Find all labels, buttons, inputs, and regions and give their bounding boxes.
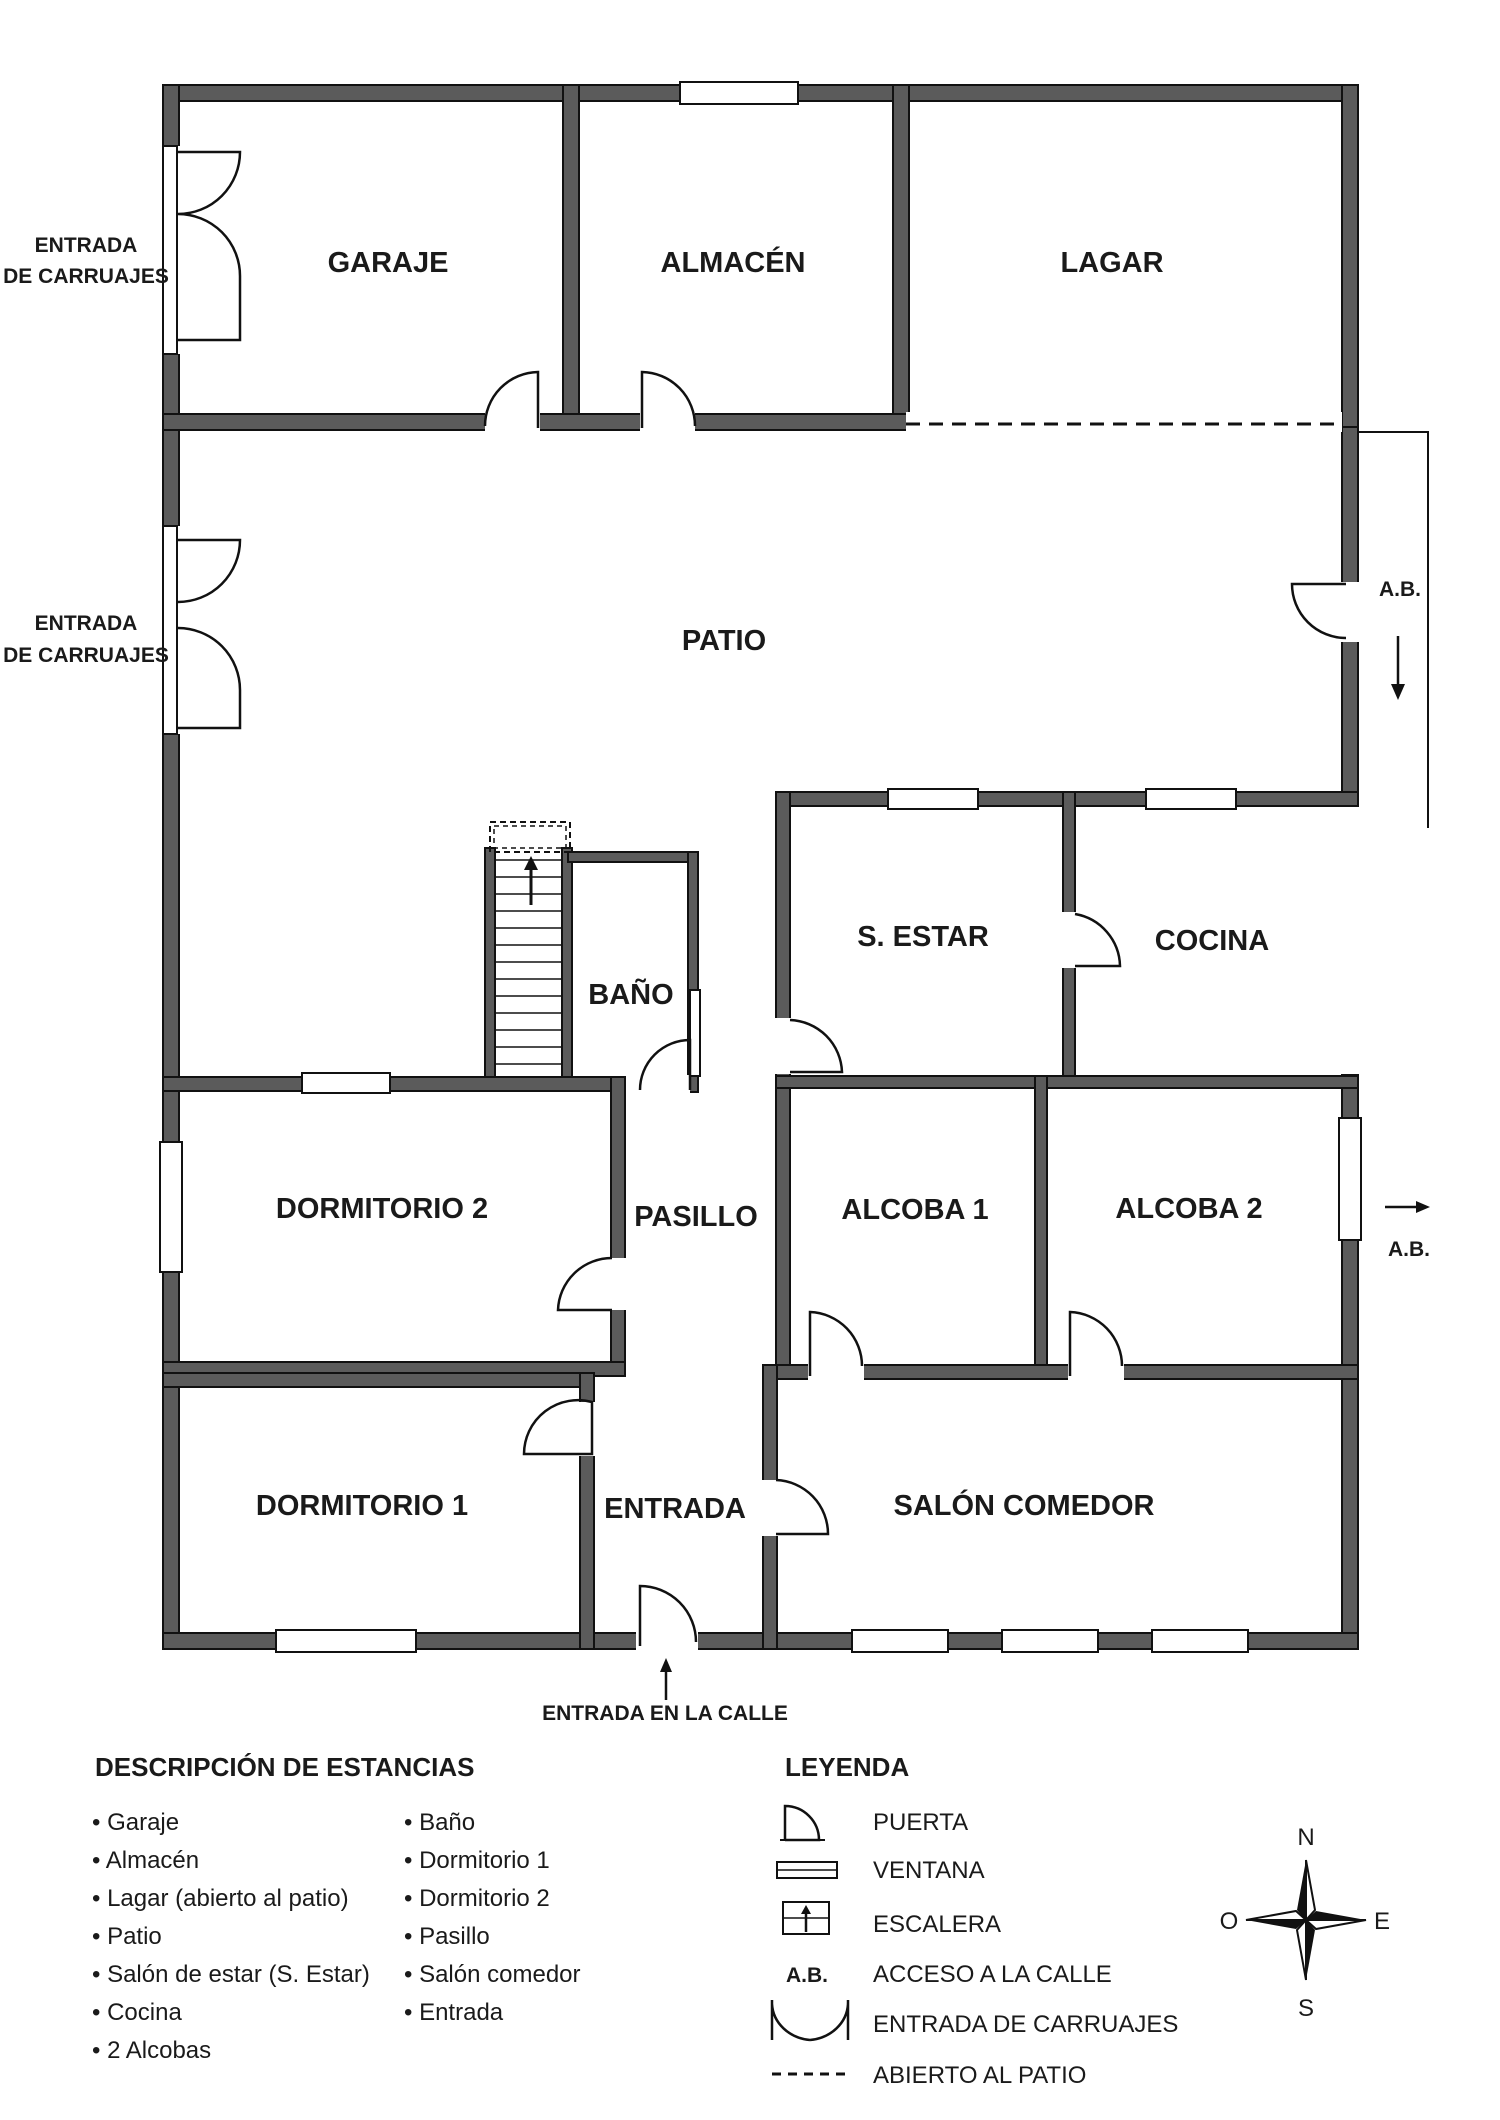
room-label-garaje: GARAJE: [328, 247, 449, 279]
carriage-entry-label-1-line-1: ENTRADA: [35, 234, 138, 257]
room-label-dormitorio-2: DORMITORIO 2: [276, 1193, 488, 1225]
room-label-s-estar: S. ESTAR: [857, 921, 989, 953]
windows: [159, 81, 1362, 1653]
list-item: • Baño: [404, 1809, 475, 1836]
street-entry-label: ENTRADA EN LA CALLE: [542, 1702, 788, 1725]
window-icon: [275, 1629, 417, 1653]
compass-rose-icon: N S E O: [1220, 1824, 1390, 2022]
stairs-icon: [782, 1901, 830, 1935]
room-description: DESCRIPCIÓN DE ESTANCIAS • Garaje • Alma…: [92, 1752, 581, 2064]
description-column-1: • Garaje • Almacén • Lagar (abierto al p…: [92, 1809, 370, 2064]
list-item: • Dormitorio 2: [404, 1885, 550, 1912]
room-label-lagar: LAGAR: [1060, 247, 1163, 279]
list-item: • Almacén: [92, 1847, 199, 1874]
legend-label-street-access: ACCESO A LA CALLE: [873, 1961, 1112, 1988]
compass-o: O: [1220, 1908, 1239, 1935]
window-icon: [1145, 788, 1237, 810]
room-labels: GARAJE ALMACÉN LAGAR PATIO BAÑO S. ESTAR…: [256, 245, 1269, 1525]
description-column-2: • Baño • Dormitorio 1 • Dormitorio 2 • P…: [404, 1809, 581, 2026]
room-label-patio: PATIO: [682, 625, 766, 657]
list-item: • Salón de estar (S. Estar): [92, 1961, 370, 1988]
window-icon: [159, 1141, 183, 1273]
list-item: • Lagar (abierto al patio): [92, 1885, 349, 1912]
street-access-label-1: A.B.: [1379, 578, 1421, 601]
legend-symbol-ab: A.B.: [786, 1964, 828, 1987]
stairs-icon: [489, 821, 571, 1065]
room-label-almacen: ALMACÉN: [661, 245, 806, 279]
carriage-entry-label-1-line-2: DE CARRUAJES: [3, 265, 169, 288]
window-icon: [887, 788, 979, 810]
description-title: DESCRIPCIÓN DE ESTANCIAS: [95, 1752, 474, 1782]
legend-label-carriage: ENTRADA DE CARRUAJES: [873, 2011, 1178, 2038]
carriage-doors: [162, 145, 242, 735]
carriage-entry-label-2-line-1: ENTRADA: [35, 612, 138, 635]
list-item: • Garaje: [92, 1809, 179, 1836]
list-item: • Pasillo: [404, 1923, 490, 1950]
list-item: • Entrada: [404, 1999, 504, 2026]
doors: [483, 370, 1360, 1651]
room-label-dormitorio-1: DORMITORIO 1: [256, 1490, 468, 1522]
legend-label-stairs: ESCALERA: [873, 1911, 1001, 1938]
walls: [162, 84, 1359, 1650]
street-access-label-2: A.B.: [1388, 1238, 1430, 1261]
window-icon: [1151, 1629, 1249, 1653]
window-icon: [851, 1629, 949, 1653]
window-icon: [776, 1861, 838, 1879]
street-access-marks: [660, 431, 1430, 1700]
compass-n: N: [1297, 1824, 1314, 1851]
window-icon: [1338, 1117, 1362, 1241]
room-label-alcoba-2: ALCOBA 2: [1115, 1193, 1262, 1225]
window-icon: [679, 81, 799, 105]
list-item: • Salón comedor: [404, 1961, 581, 1988]
carriage-door-icon: [770, 2000, 850, 2042]
door-icon: [780, 1804, 825, 1842]
room-label-cocina: COCINA: [1155, 925, 1269, 957]
room-label-bano: BAÑO: [588, 977, 673, 1011]
room-label-alcoba-1: ALCOBA 1: [841, 1194, 988, 1226]
room-label-pasillo: PASILLO: [634, 1201, 758, 1233]
legend-title: LEYENDA: [785, 1752, 909, 1782]
window-icon: [1001, 1629, 1099, 1653]
list-item: • Dormitorio 1: [404, 1847, 550, 1874]
list-item: • Cocina: [92, 1999, 182, 2026]
legend-label-dashed: ABIERTO AL PATIO: [873, 2062, 1086, 2089]
side-labels: ENTRADA DE CARRUAJES ENTRADA DE CARRUAJE…: [3, 234, 1430, 1725]
legend-label-window: VENTANA: [873, 1857, 985, 1884]
list-item: • Patio: [92, 1923, 162, 1950]
legend: LEYENDA PUERTA VENTANA ESCALERA A.B. ACC…: [770, 1752, 1178, 2089]
list-item: • 2 Alcobas: [92, 2037, 211, 2064]
window-icon: [301, 1072, 391, 1094]
carriage-entry-label-2-line-2: DE CARRUAJES: [3, 644, 169, 667]
room-label-entrada: ENTRADA: [604, 1493, 746, 1525]
compass-s: S: [1298, 1995, 1314, 2022]
legend-label-door: PUERTA: [873, 1809, 968, 1836]
room-label-salon-comedor: SALÓN COMEDOR: [894, 1488, 1155, 1522]
compass-e: E: [1374, 1908, 1390, 1935]
window-icon: [689, 989, 701, 1077]
